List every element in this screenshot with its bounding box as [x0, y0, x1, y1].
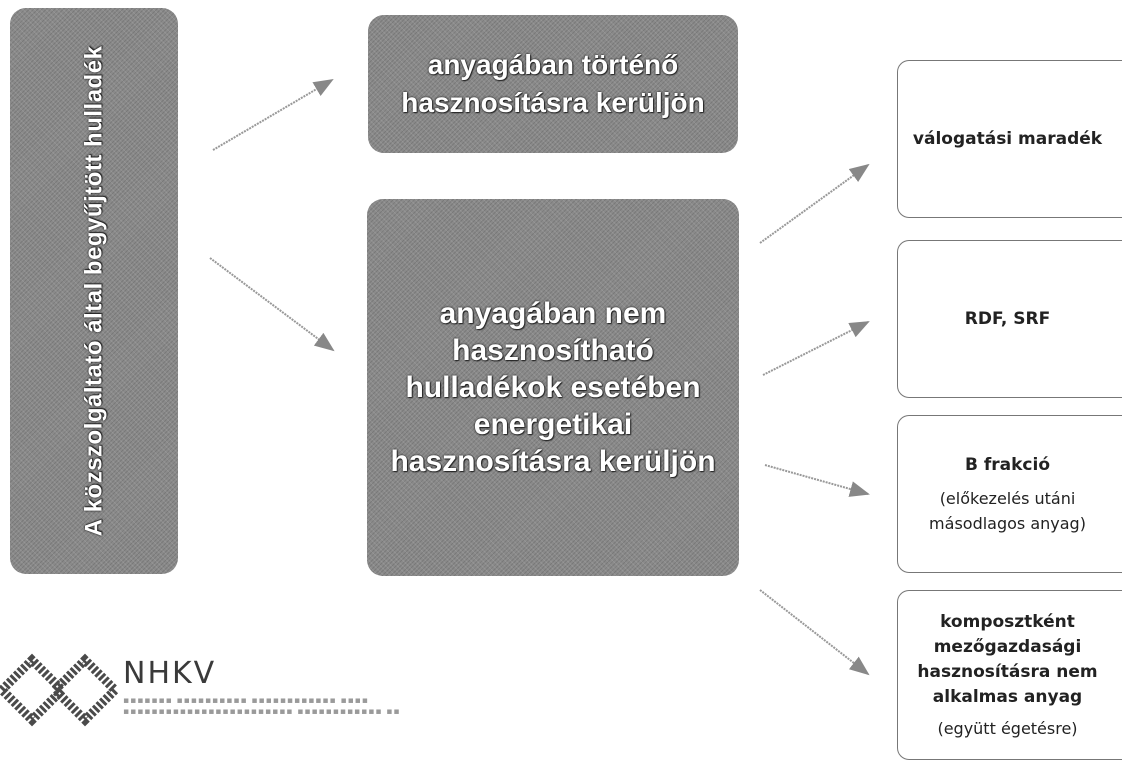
- material-recovery-line-1: anyagában történő: [427, 49, 679, 80]
- logo-name: NHKV: [123, 656, 217, 691]
- komposzt-note: (együtt égetésre): [937, 718, 1078, 738]
- nhkv-logo-mark-icon: [0, 653, 120, 727]
- energy-recovery-line-1: anyagában nem: [439, 297, 667, 330]
- komposzt-line-1: komposztként: [940, 611, 1075, 632]
- komposzt-line-4: alkalmas anyag: [932, 686, 1083, 707]
- energy-recovery-line-3: hulladékok esetében: [405, 371, 701, 404]
- arrow-to-mid-box: [209, 257, 335, 352]
- energy-recovery-line-5: hasznosításra kerüljön: [390, 445, 716, 478]
- energy-recovery-line-4: energetikai: [473, 408, 633, 441]
- b-frakcio-line-2: másodlagos anyag): [929, 513, 1086, 533]
- output-valogatasi-maradek: válogatási maradék: [897, 60, 1122, 218]
- arrow-to-top-box: [212, 78, 334, 151]
- komposzt-line-3: hasznosításra nem: [917, 661, 1098, 682]
- output-b-frakcio: B frakció (előkezelés utáni másodlagos a…: [897, 415, 1122, 573]
- rdf-title: RDF, SRF: [964, 308, 1051, 329]
- material-recovery-box: anyagában történő hasznosításra kerüljön: [368, 15, 738, 153]
- logo-subtitle-lines: ▪▪▪▪▪▪▪ ▪▪▪▪▪▪▪▪▪▪ ▪▪▪▪▪▪▪▪▪▪▪▪ ▪▪▪▪ ▪▪▪…: [123, 696, 401, 717]
- energy-recovery-box: anyagában nem hasznosítható hulladékok e…: [367, 199, 739, 576]
- nhkv-logo: NHKV ▪▪▪▪▪▪▪ ▪▪▪▪▪▪▪▪▪▪ ▪▪▪▪▪▪▪▪▪▪▪▪ ▪▪▪…: [0, 640, 400, 749]
- arrow-to-valogatasi: [759, 163, 870, 244]
- b-frakcio-line-1: (előkezelés utáni: [939, 488, 1076, 508]
- valogatasi-title: válogatási maradék: [912, 128, 1103, 149]
- arrow-to-rdf: [762, 321, 870, 376]
- output-komposzt: komposztként mezőgazdasági hasznosításra…: [897, 590, 1122, 760]
- arrow-to-b-frakcio: [764, 464, 870, 497]
- arrow-to-komposzt: [759, 589, 870, 676]
- b-frakcio-title: B frakció: [964, 454, 1051, 475]
- source-waste-label: A közszolgáltató által begyűjtött hullad…: [80, 45, 108, 537]
- energy-recovery-line-2: hasznosítható: [452, 334, 654, 367]
- material-recovery-line-2: hasznosításra kerüljön: [401, 87, 705, 118]
- output-rdf-srf: RDF, SRF: [897, 240, 1122, 398]
- source-waste-box: A közszolgáltató által begyűjtött hullad…: [10, 8, 178, 574]
- komposzt-line-2: mezőgazdasági: [933, 636, 1082, 657]
